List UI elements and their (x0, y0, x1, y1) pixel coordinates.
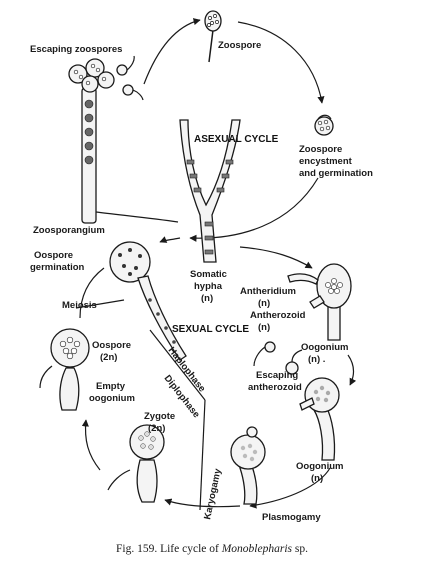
label-oogonium-lower-2: (n) (311, 473, 323, 484)
label-asexual-cycle: ASEXUAL CYCLE (194, 134, 279, 145)
label-escaping-antherozoid-1: Escaping (256, 370, 298, 381)
label-oogonium-lower-1: Oogonium (296, 461, 344, 472)
label-zoospore: Zoospore (218, 40, 261, 51)
encysted-zoospore-illustration (314, 114, 334, 136)
label-zoospore-encystment-1: Zoospore (299, 144, 342, 155)
label-karyogamy: Karyogamy (202, 467, 224, 521)
label-escaping-zoospores: Escaping zoospores (30, 44, 122, 55)
oospore-germination-illustration (109, 241, 187, 361)
phase-divider-lines (149, 329, 206, 511)
label-zoospore-encystment-3: and germination (299, 168, 373, 179)
label-oospore-germination-1: Oospore (34, 250, 73, 261)
zoosporangium-illustration (68, 55, 144, 224)
label-antheridium-2: (n) (258, 298, 270, 309)
label-somatic-hypha-1: Somatic (190, 269, 227, 280)
figure-caption: Fig. 159. Life cycle of Monoblepharis sp… (116, 543, 308, 555)
zoospore-illustration (204, 10, 222, 63)
oogonium-lower-illustration (299, 377, 340, 461)
antheridium-oogonium-upper-illustration (287, 263, 352, 341)
caption-prefix: Fig. 159. Life cycle of (116, 543, 222, 555)
label-oospore-2: (2n) (100, 352, 117, 363)
escaping-antherozoid-illustration (253, 341, 303, 375)
label-plasmogamy: Plasmogamy (262, 512, 321, 523)
zygote-illustration (107, 424, 165, 503)
label-somatic-hypha-2: hypha (194, 281, 223, 292)
label-zygote-1: Zygote (144, 411, 175, 422)
label-oogonium-upper-1: Oogonium (301, 342, 349, 353)
label-oogonium-upper-2: (n) . (308, 354, 325, 365)
label-zoosporangium: Zoosporangium (33, 225, 105, 236)
label-antheridium-1: Antheridium (240, 286, 296, 297)
label-empty-oogonium-1: Empty (96, 381, 126, 392)
somatic-hypha-illustration (179, 119, 241, 263)
label-empty-oogonium-2: oogonium (89, 393, 135, 404)
caption-suffix: sp. (292, 543, 308, 555)
meiosis-line (75, 299, 125, 309)
plasmogamy-illustration (230, 426, 266, 505)
label-sexual-cycle: SEXUAL CYCLE (172, 324, 249, 335)
label-meiosis: Meiosis (62, 300, 97, 311)
caption-genus: Monoblepharis (221, 543, 293, 555)
label-escaping-antherozoid-2: antherozoid (248, 382, 302, 393)
sexual-cycle-arrows (79, 236, 357, 509)
label-somatic-hypha-3: (n) (201, 293, 213, 304)
label-zoospore-encystment-2: encystment (299, 156, 353, 167)
label-oospore-germination-2: germination (30, 262, 85, 273)
oospore-empty-oogonium-illustration (39, 328, 90, 411)
label-antherozoid-2: (n) (258, 322, 270, 333)
label-zygote-2: (2n) (148, 423, 165, 434)
label-antherozoid-1: Antherozoid (250, 310, 306, 321)
label-oospore-1: Oospore (92, 340, 131, 351)
